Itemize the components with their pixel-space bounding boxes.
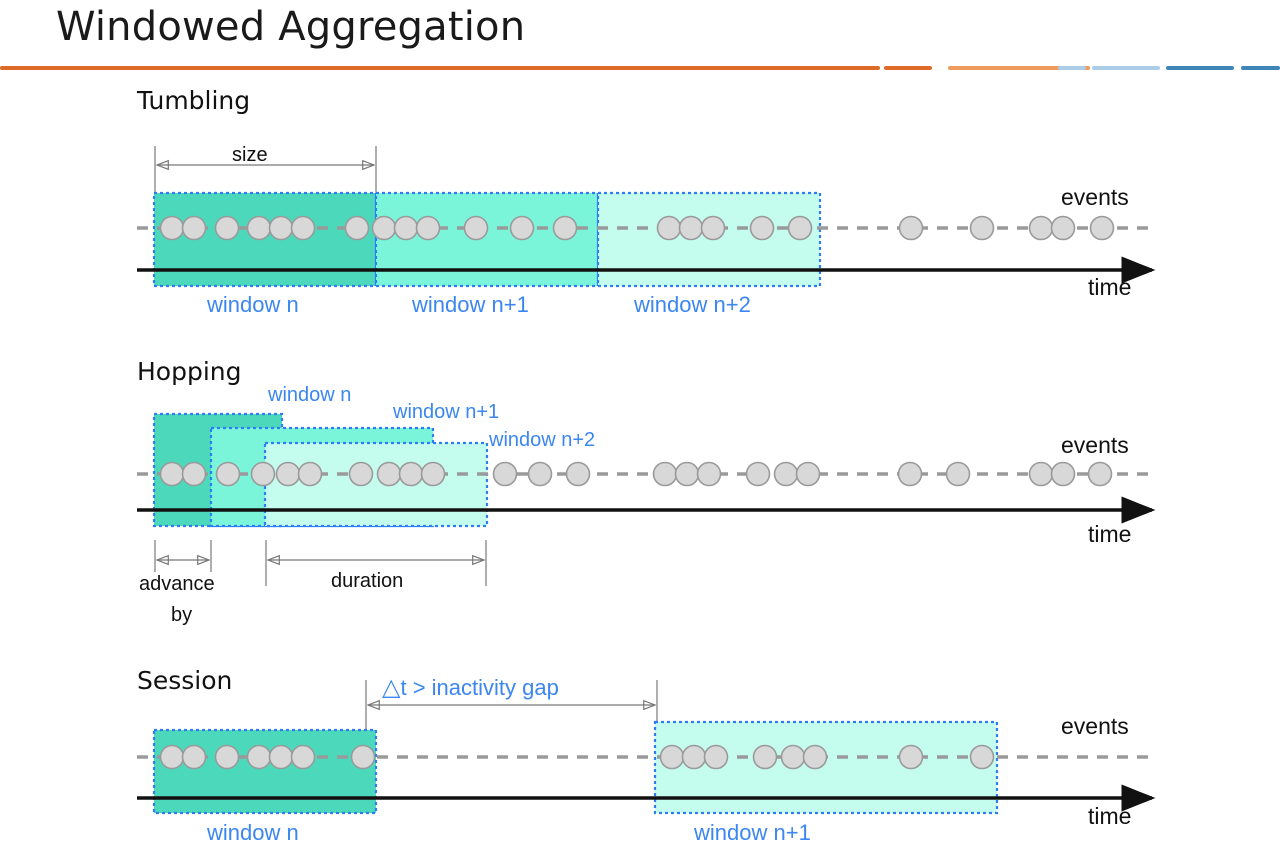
window-label-hopping-n2: window n+2	[489, 429, 596, 451]
row-tumbling	[137, 146, 1156, 288]
seg-blue-mid-1	[1166, 66, 1234, 70]
dimension-label-advance: advance	[139, 573, 215, 595]
window-box	[263, 441, 489, 528]
events-label-hopping: events	[1061, 432, 1129, 458]
inactivity-gap-text: t > inactivity gap	[400, 675, 559, 700]
window-label-session-n: window n	[207, 820, 299, 845]
section-heading-hopping: Hopping	[137, 357, 242, 386]
section-heading-session: Session	[137, 666, 233, 695]
title-rule	[0, 66, 880, 70]
window-box	[152, 728, 378, 815]
page-title: Windowed Aggregation	[56, 4, 526, 50]
events-label-session: events	[1061, 713, 1129, 739]
dimension-duration	[265, 540, 487, 586]
row-session	[137, 680, 1156, 815]
window-label-hopping-n1: window n+1	[393, 401, 500, 423]
section-heading-tumbling: Tumbling	[137, 86, 251, 115]
event-dots-hopping	[159, 461, 1113, 487]
event-dots-session	[159, 744, 995, 770]
window-label-tumbling-n1: window n+1	[412, 292, 529, 317]
time-label-hopping: time	[1088, 521, 1132, 547]
time-label-tumbling: time	[1088, 274, 1132, 300]
window-label-session-n1: window n+1	[694, 820, 811, 845]
dimension-size	[154, 146, 377, 196]
seg-blue-pale-3	[1092, 66, 1160, 70]
seg-blue-pale-2	[1058, 66, 1086, 70]
seg-blue-mid-2	[1241, 66, 1280, 70]
window-label-tumbling-n: window n	[207, 292, 299, 317]
dimension-label-size: size	[232, 144, 268, 166]
window-box	[152, 191, 378, 288]
dimension-label-by: by	[171, 604, 193, 626]
dimension-label-duration: duration	[331, 570, 404, 592]
window-label-hopping-n: window n	[268, 384, 352, 406]
inactivity-gap-label: △t > inactivity gap	[382, 673, 559, 701]
delta-icon: △	[382, 673, 401, 701]
time-label-session: time	[1088, 803, 1132, 829]
seg-orange-light	[948, 66, 1090, 70]
dimension-advance-by	[154, 540, 212, 572]
event-dots-tumbling	[159, 215, 1115, 241]
seg-orange-dark	[884, 66, 932, 70]
row-hopping	[137, 412, 1156, 586]
window-label-tumbling-n2: window n+2	[634, 292, 751, 317]
events-label-tumbling: events	[1061, 184, 1129, 210]
